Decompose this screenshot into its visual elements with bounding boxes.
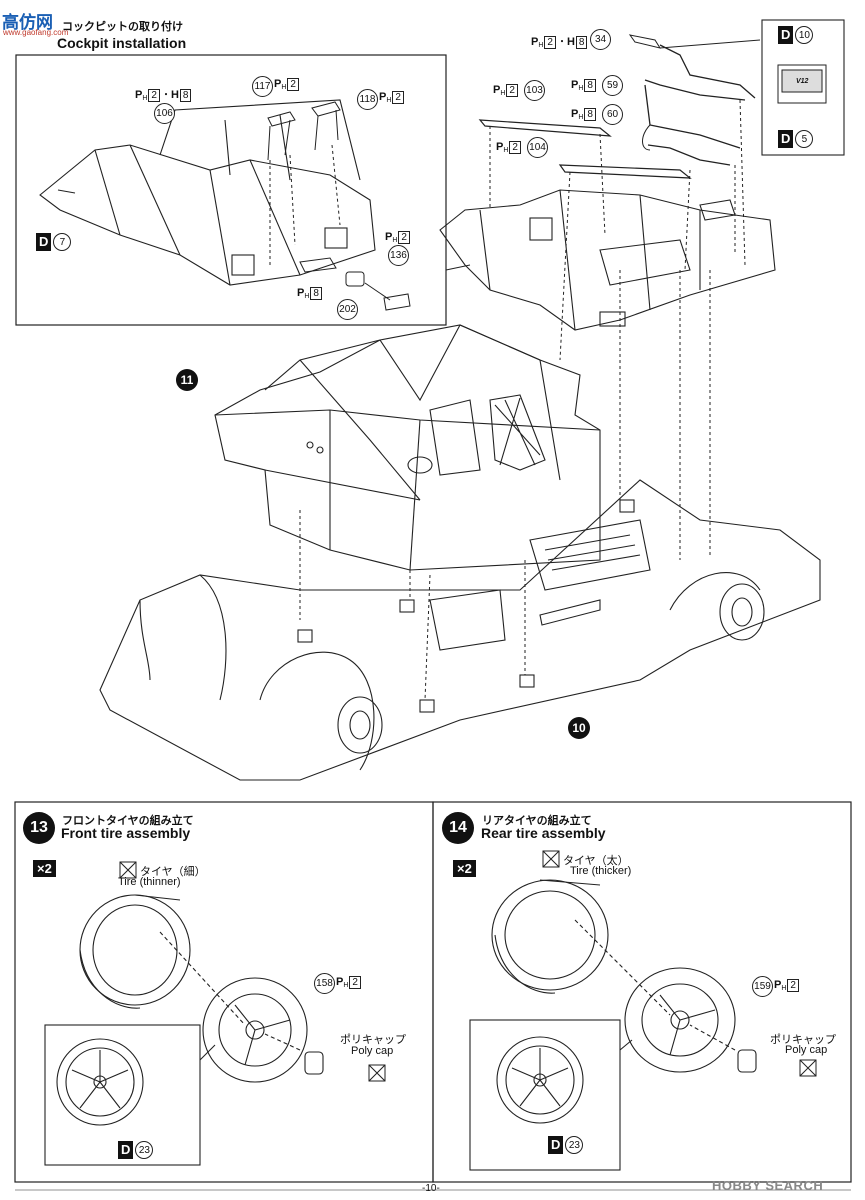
step13-cap-jp: ポリキャップ <box>340 1033 406 1046</box>
step13-cap-en: Poly cap <box>351 1045 394 1057</box>
part-104: 104 <box>527 137 548 158</box>
body-number-10: 10 <box>568 717 590 739</box>
part-103: 103 <box>524 80 545 101</box>
step13-tire-en: Tire (thinner) <box>118 876 181 888</box>
chassis-10 <box>99 479 821 781</box>
body-number-11: 11 <box>176 369 198 391</box>
part-118: 118 <box>357 89 378 110</box>
watermark-url: www.gaofang.com <box>3 28 69 37</box>
step14-title-en: Rear tire assembly <box>481 825 606 841</box>
rear-tire-drawing <box>469 879 757 1171</box>
part-106: 106 <box>154 103 175 124</box>
step14-tire-en: Tire (thicker) <box>570 865 632 877</box>
part-117: 117 <box>252 76 273 97</box>
step14-title-jp: リアタイヤの組み立て <box>482 814 592 827</box>
part-60: 60 <box>602 104 623 125</box>
part-136: 136 <box>388 245 409 266</box>
watermark-logo: 高仿网 <box>2 13 53 33</box>
step13-part-158: 158 <box>314 973 335 994</box>
step14-cap-jp: ポリキャップ <box>770 1033 836 1046</box>
step13-title-jp: フロントタイヤの組み立て <box>62 814 194 827</box>
body-shell-11 <box>214 324 601 571</box>
step14-tire-jp: タイヤ（太） <box>563 854 629 867</box>
step12-title-en: Cockpit installation <box>57 35 187 51</box>
step14-number: 14 <box>442 812 474 844</box>
step13-tire-jp: タイヤ（細） <box>140 865 206 878</box>
part-34: 34 <box>590 29 611 50</box>
step13-number: 13 <box>23 812 55 844</box>
brand-watermark: HOBBY SEARCH <box>712 1178 824 1193</box>
step13-title-en: Front tire assembly <box>61 825 191 841</box>
step14-part-159: 159 <box>752 976 773 997</box>
step14-multiplier: ×2 <box>453 860 476 877</box>
page-number: -10- <box>422 1183 440 1194</box>
front-tire-drawing <box>44 894 324 1166</box>
part-59: 59 <box>602 75 623 96</box>
no-glue-icons <box>119 850 817 1082</box>
step12-title-jp: コックピットの取り付け <box>62 20 183 33</box>
part-202: 202 <box>337 299 358 320</box>
step13-multiplier: ×2 <box>33 860 56 877</box>
decal-v12-label: V12 <box>796 78 809 85</box>
cockpit-tub-inset <box>39 99 376 286</box>
cockpit-tub-main <box>439 189 776 331</box>
step14-cap-en: Poly cap <box>785 1044 828 1056</box>
